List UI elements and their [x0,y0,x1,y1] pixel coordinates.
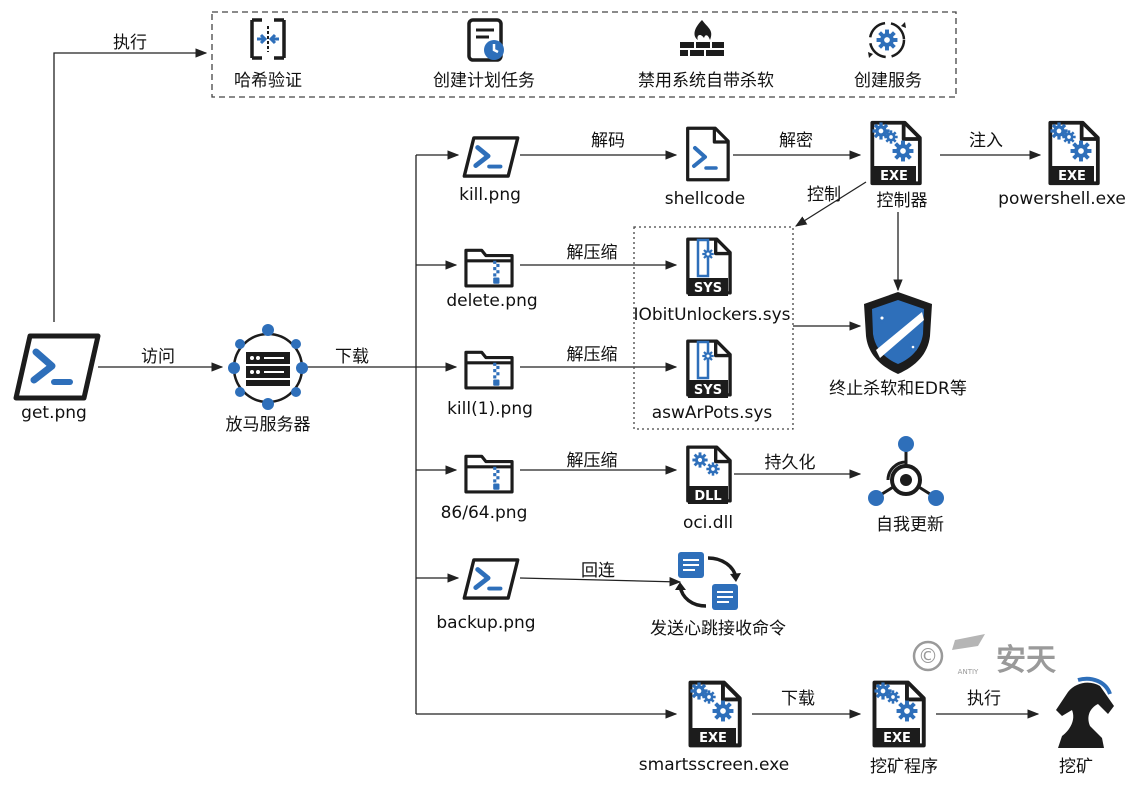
node-iobit: IObitUnlockers.sys [634,305,791,325]
edge-label-unzip-1: 解压缩 [567,243,618,263]
miner-exe-icon: EXE [872,680,926,748]
node-kill: kill.png [459,185,521,205]
node-selfupdate: 自我更新 [876,515,944,535]
iobit-sys-icon: SYS [685,237,732,296]
node-mining: 挖矿 [1059,757,1093,777]
backup-powershell-icon [464,560,517,598]
shield-icon [864,292,932,374]
edge-label-visit: 访问 [141,347,175,367]
exe-badge: EXE [883,731,911,746]
edge-label-download-2: 下载 [781,689,815,709]
node-shellcode: shellcode [665,189,746,209]
dll-badge: DLL [694,489,721,504]
smartscreen-exe-icon: EXE [688,680,742,748]
antiy-brand: 安天 [996,643,1056,678]
controller-exe-icon: EXE [870,120,922,186]
edge-label-decode: 解码 [591,131,625,151]
edge-label-unzip-2: 解压缩 [567,345,618,365]
node-terminate: 终止杀软和EDR等 [829,379,967,399]
heartbeat-sync-icon [675,552,741,610]
edge-label-inject: 注入 [969,131,1003,151]
sys-badge: SYS [694,281,722,296]
mining-horse-icon [1056,676,1114,748]
node-delete: delete.png [446,291,537,311]
edge-label-decrypt: 解密 [779,131,813,151]
asw-sys-icon: SYS [685,339,732,398]
node-heartbeat: 发送心跳接收命令 [650,619,786,639]
node-asw: aswArPots.sys [652,403,773,423]
top-item-create-service: 创建服务 [854,71,922,91]
antiy-logo-mark [952,634,985,650]
exe-badge: EXE [699,731,727,746]
delete-zip-folder-icon [464,248,514,288]
scheduled-task-icon [467,18,504,62]
copyright-mark: © [918,644,938,668]
driver-group [633,226,794,430]
edge-label-execute-2: 执行 [967,689,1001,709]
p8664-zip-folder-icon [464,454,514,494]
powershell-exe-icon: EXE [1048,120,1100,186]
node-kill1: kill(1).png [447,399,533,419]
connector-lines [53,48,1042,719]
antiy-watermark: © ANTIY 安天 [912,634,1056,678]
shellcode-file-icon [686,126,730,182]
self-update-icon [868,436,944,506]
edge-execute-top [53,48,208,322]
top-item-scheduled-task: 创建计划任务 [433,71,535,91]
edge-label-callback: 回连 [581,561,615,581]
firewall-icon [680,20,724,56]
sys-badge: SYS [694,383,722,398]
edge-label-download: 下载 [335,347,369,367]
node-backup: backup.png [436,613,535,633]
node-smartscreen: smartsscreen.exe [639,755,789,775]
node-get: get.png [21,403,87,423]
service-icon [868,21,906,59]
exe-badge: EXE [1058,169,1086,184]
edge-label-control: 控制 [807,185,841,205]
kill1-zip-folder-icon [464,350,514,390]
top-item-disable-av: 禁用系统自带杀软 [638,71,774,91]
top-actions-group [211,11,957,98]
node-powershell: powershell.exe [998,189,1126,209]
exe-badge: EXE [880,169,908,184]
node-oci: oci.dll [683,513,733,533]
node-miner: 挖矿程序 [870,757,938,777]
antiy-sub: ANTIY [958,668,979,676]
server-icon [228,324,308,410]
node-p8664: 86/64.png [441,503,528,523]
oci-dll-icon: DLL [685,445,732,504]
top-item-hash-verify: 哈希验证 [234,71,302,91]
hash-verify-icon [250,18,286,60]
edge-label-unzip-3: 解压缩 [567,451,618,471]
edge-label-execute: 执行 [113,33,147,53]
edge-label-persist: 持久化 [765,453,816,473]
node-server: 放马服务器 [226,415,311,435]
node-controller: 控制器 [877,191,928,211]
get-powershell-icon [13,333,101,401]
kill-powershell-icon [464,138,517,176]
